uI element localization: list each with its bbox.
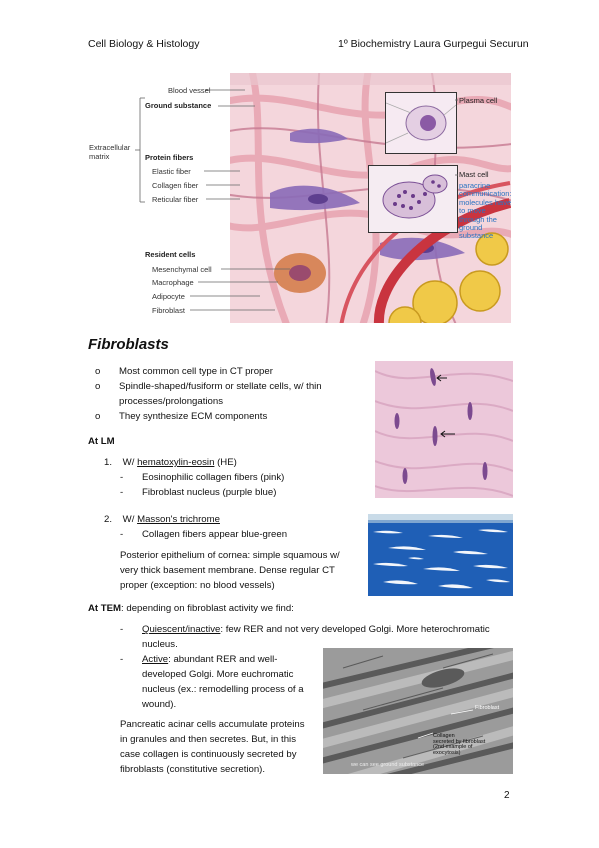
label-paracrine: paracrine communication: molecules have … [459, 181, 512, 241]
tem-label-collagen: Collagen secreted by fibroblast (2nd exa… [433, 733, 486, 756]
label-extracellular: Extracellular [89, 143, 131, 152]
tem-active: -Active: abundant RER and well- develope… [120, 654, 304, 710]
plasma-cell-inset [385, 92, 457, 154]
tem-micrograph: Fibroblast Collagen secreted by fibrobla… [323, 648, 513, 774]
header-left: Cell Biology & Histology [88, 38, 200, 50]
page-number: 2 [504, 790, 510, 801]
masson-trichrome-micrograph [368, 514, 513, 596]
label-reticular-fiber: Reticular fiber [152, 195, 199, 204]
section-title: Fibroblasts [88, 336, 169, 353]
tem-quiescent: -Quiescent/inactive: few RER and not ver… [120, 624, 490, 650]
label-macrophage: Macrophage [152, 278, 194, 287]
connective-tissue-illustration [218, 62, 533, 340]
he-micrograph [375, 361, 513, 498]
sub-item: -Fibroblast nucleus (purple blue) [120, 487, 277, 498]
lm-item-1: 1. W/ hematoxylin-eosin (HE) -Eosinophil… [104, 455, 366, 500]
label-collagen-fiber: Collagen fiber [152, 181, 199, 190]
mast-cell-inset [368, 165, 458, 233]
label-ground-substance: Ground substance [145, 101, 212, 110]
lm-item-2: 2. W/ Masson's trichrome -Collagen fiber… [104, 512, 366, 542]
sub-item: -Collagen fibers appear blue-green [120, 529, 288, 540]
label-elastic-fiber: Elastic fiber [152, 167, 191, 176]
massons-trichrome-link: Masson's trichrome [137, 514, 220, 525]
cornea-paragraph: Posterior epithelium of cornea: simple s… [120, 550, 340, 591]
label-mast-cell: Mast cell [459, 170, 489, 179]
figure-leader-lines [135, 89, 458, 311]
sub-item: -Eosinophilic collagen fibers (pink) [120, 472, 285, 483]
at-tem-line: At TEM: depending on fibroblast activity… [88, 603, 294, 614]
label-resident-cells: Resident cells [145, 250, 196, 259]
label-matrix: matrix [89, 152, 110, 161]
label-plasma-cell: Plasma cell [459, 96, 498, 105]
label-blood-vessel: Blood vessel [168, 86, 211, 95]
header-right: 1º Biochemistry Laura Gurpegui Securun [338, 38, 529, 50]
bullet-item-continuation: processes/prolongations [119, 396, 223, 407]
label-adipocyte: Adipocyte [152, 292, 185, 301]
tem-label-bottom: we can see ground substance [351, 762, 425, 768]
label-fibroblast: Fibroblast [152, 306, 185, 315]
tem-label-fibroblast: Fibroblast [475, 705, 500, 711]
hematoxylin-eosin-link: hematoxylin-eosin [137, 457, 215, 468]
label-mesenchymal-cell: Mesenchymal cell [152, 265, 212, 274]
pancreatic-paragraph: Pancreatic acinar cells accumulate prote… [120, 719, 305, 775]
label-protein-fibers: Protein fibers [145, 153, 194, 162]
at-lm-heading: At LM [88, 436, 115, 447]
